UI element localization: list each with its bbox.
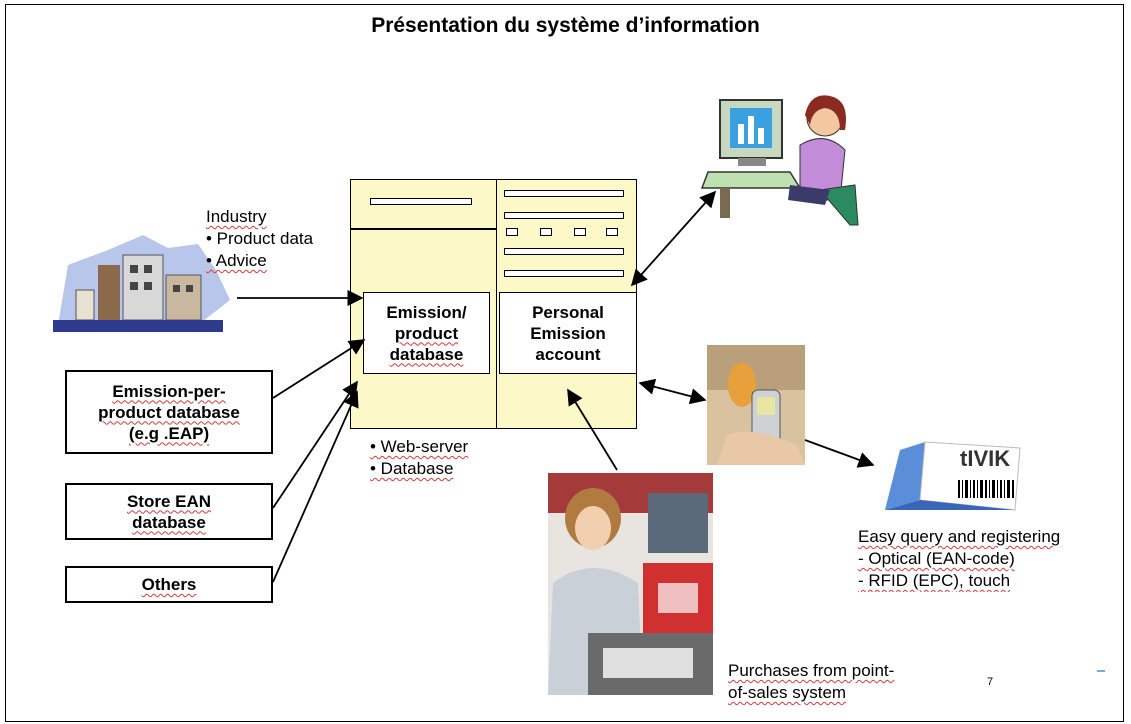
computer-user-illustration <box>700 95 859 226</box>
factory-illustration <box>53 235 230 332</box>
store-ean-database-box: Store EAN database <box>65 483 273 540</box>
personal-emission-account-box: Personal Emission account <box>499 292 637 374</box>
page-number: 7 <box>987 676 994 688</box>
server-slot <box>540 228 552 236</box>
eap-database-box: Emission-per- product database (e.g .EAP… <box>65 370 273 454</box>
query-item-text: - Optical (EAN-code) <box>858 549 1015 568</box>
slide-title: Présentation du système d’information <box>371 14 760 37</box>
account-line: account <box>535 344 601 364</box>
server-bar <box>370 198 472 205</box>
server-bar <box>504 212 624 219</box>
arrow-others-to-db <box>272 390 359 583</box>
server-bar <box>504 270 624 277</box>
emission-db-line: product <box>394 323 459 343</box>
arrow-account-user <box>630 190 717 287</box>
eap-line: (e.g .EAP) <box>128 423 210 443</box>
emission-db-line: Emission/ <box>386 302 467 322</box>
query-item: - RFID (EPC), touch <box>858 570 1120 592</box>
server-bar <box>504 190 624 197</box>
purchases-line: of-sales system <box>728 683 847 702</box>
arrow-account-phone <box>638 378 707 405</box>
server-slot <box>606 228 618 236</box>
eap-line: product database <box>98 402 240 422</box>
arrow-pos-to-account <box>567 388 618 471</box>
decorative-dash <box>1097 670 1105 672</box>
tine-logo: tIVIK <box>960 446 1011 471</box>
phone-scan-photo <box>707 345 805 465</box>
purchases-label: Purchases from point- of-sales system <box>728 660 894 704</box>
server-feature: • Database <box>370 459 454 478</box>
account-line: Personal <box>532 302 604 322</box>
query-item-text: - RFID (EPC), touch <box>858 571 1011 590</box>
server-features: • Web-server • Database <box>370 436 468 480</box>
query-item: - Optical (EAN-code) <box>858 548 1120 570</box>
query-heading: Easy query and registering <box>858 527 1061 546</box>
emission-product-database-box: Emission/ product database <box>363 292 490 374</box>
server-slot <box>574 228 586 236</box>
industry-item: • Advice <box>206 251 267 270</box>
server-feature: • Web-server <box>370 437 469 456</box>
server-bar <box>504 248 624 255</box>
ean-line: database <box>132 512 206 532</box>
server-slot <box>506 228 518 236</box>
others-box: Others <box>65 566 273 603</box>
account-line: Emission <box>530 323 606 343</box>
server-divider <box>350 228 497 230</box>
industry-label: Industry • Product data • Advice <box>206 206 313 272</box>
query-label: Easy query and registering - Optical (EA… <box>858 526 1120 592</box>
industry-heading: Industry <box>206 207 267 226</box>
emission-db-line: database <box>389 344 464 364</box>
purchases-line: Purchases from point- <box>728 661 895 680</box>
eap-line: Emission-per- <box>112 381 226 401</box>
arrow-ean-to-db <box>272 380 358 509</box>
cashier-photo <box>548 473 713 695</box>
slide-frame <box>5 4 1124 722</box>
barcode-icon <box>958 480 1014 498</box>
arrow-phone-to-carton <box>804 439 875 468</box>
arrow-eap-to-db <box>272 339 366 399</box>
ean-line: Store EAN <box>126 491 212 511</box>
industry-item: • Product data <box>206 229 314 248</box>
others-label: Others <box>141 575 197 594</box>
